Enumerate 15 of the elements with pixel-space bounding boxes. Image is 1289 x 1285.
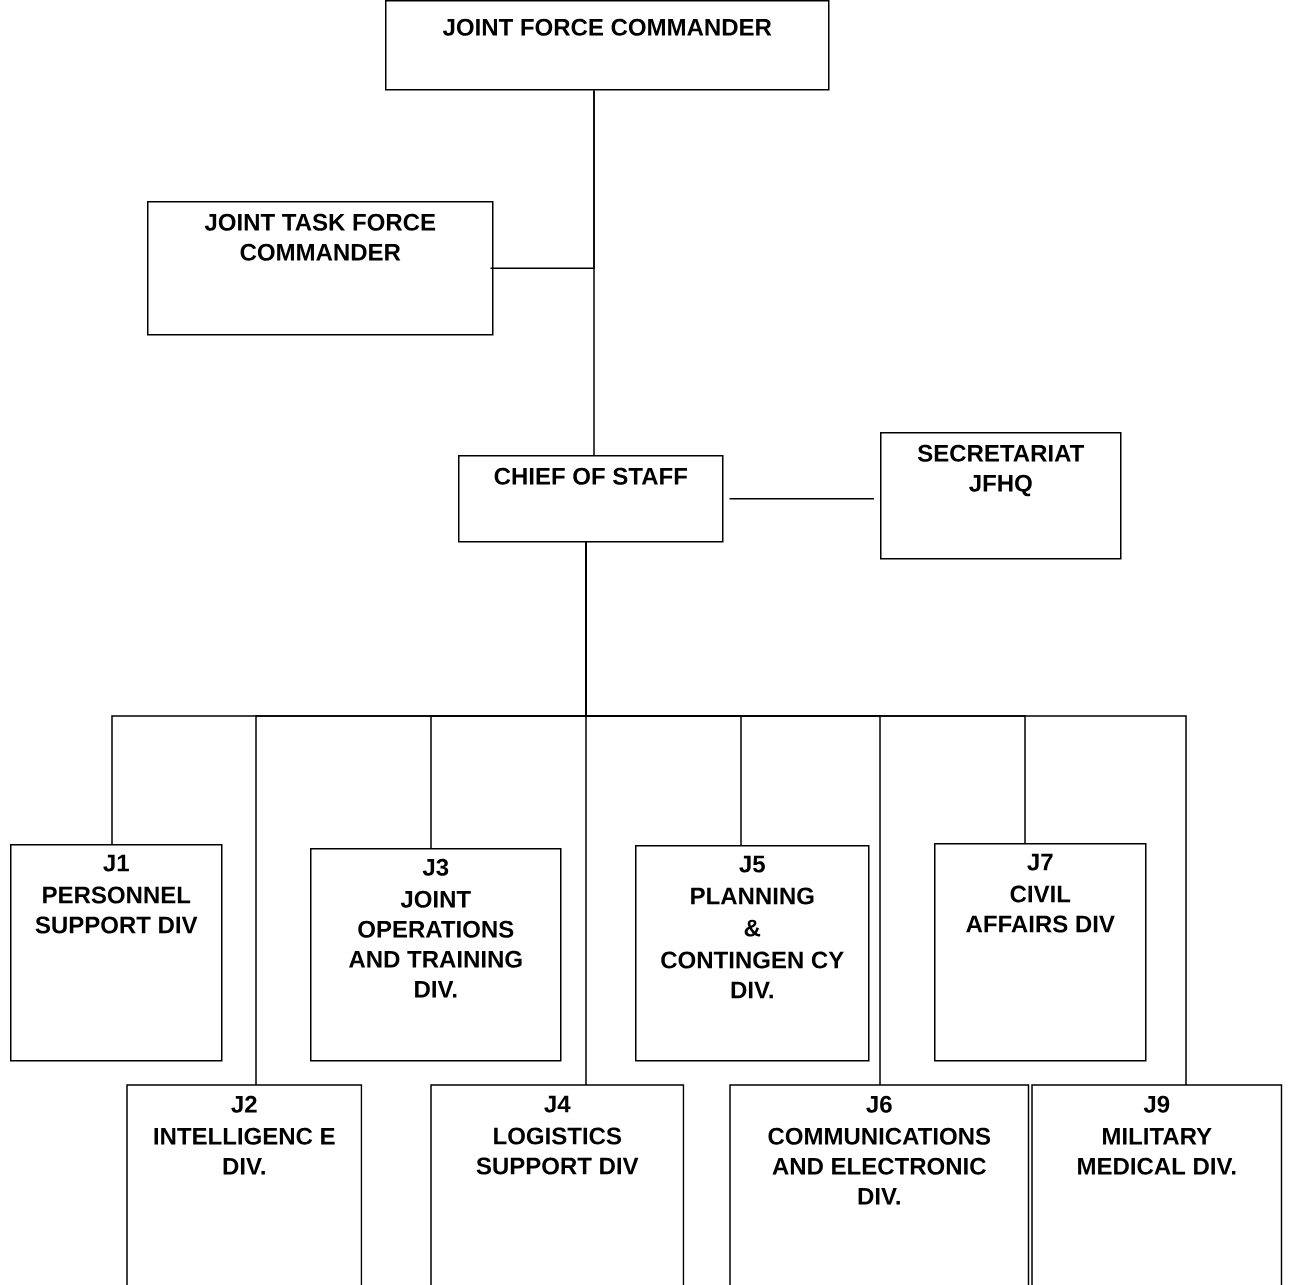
- connector-line: [728, 498, 875, 500]
- org-box: J5 PLANNING & CONTINGEN CY DIV.: [635, 845, 870, 1062]
- org-box: J3 JOINT OPERATIONS AND TRAINING DIV.: [310, 848, 562, 1062]
- org-box: J9 MILITARY MEDICAL DIV.: [1031, 1084, 1283, 1285]
- org-box: J4 LOGISTICS SUPPORT DIV: [430, 1084, 685, 1285]
- org-box: J7 CIVIL AFFAIRS DIV: [934, 843, 1147, 1062]
- org-box: JOINT TASK FORCE COMMANDER: [147, 201, 494, 336]
- connector-line: [585, 541, 1187, 1086]
- connector-line: [593, 89, 595, 456]
- org-box: J2 INTELLIGENC E DIV.: [126, 1084, 363, 1285]
- org-box: JOINT FORCE COMMANDER: [385, 0, 830, 91]
- org-box: J6 COMMUNICATIONS AND ELECTRONIC DIV.: [729, 1084, 1030, 1285]
- org-box: J1 PERSONNEL SUPPORT DIV: [10, 844, 223, 1062]
- org-box: CHIEF OF STAFF: [458, 455, 724, 543]
- org-box: SECRETARIAT JFHQ: [880, 432, 1122, 560]
